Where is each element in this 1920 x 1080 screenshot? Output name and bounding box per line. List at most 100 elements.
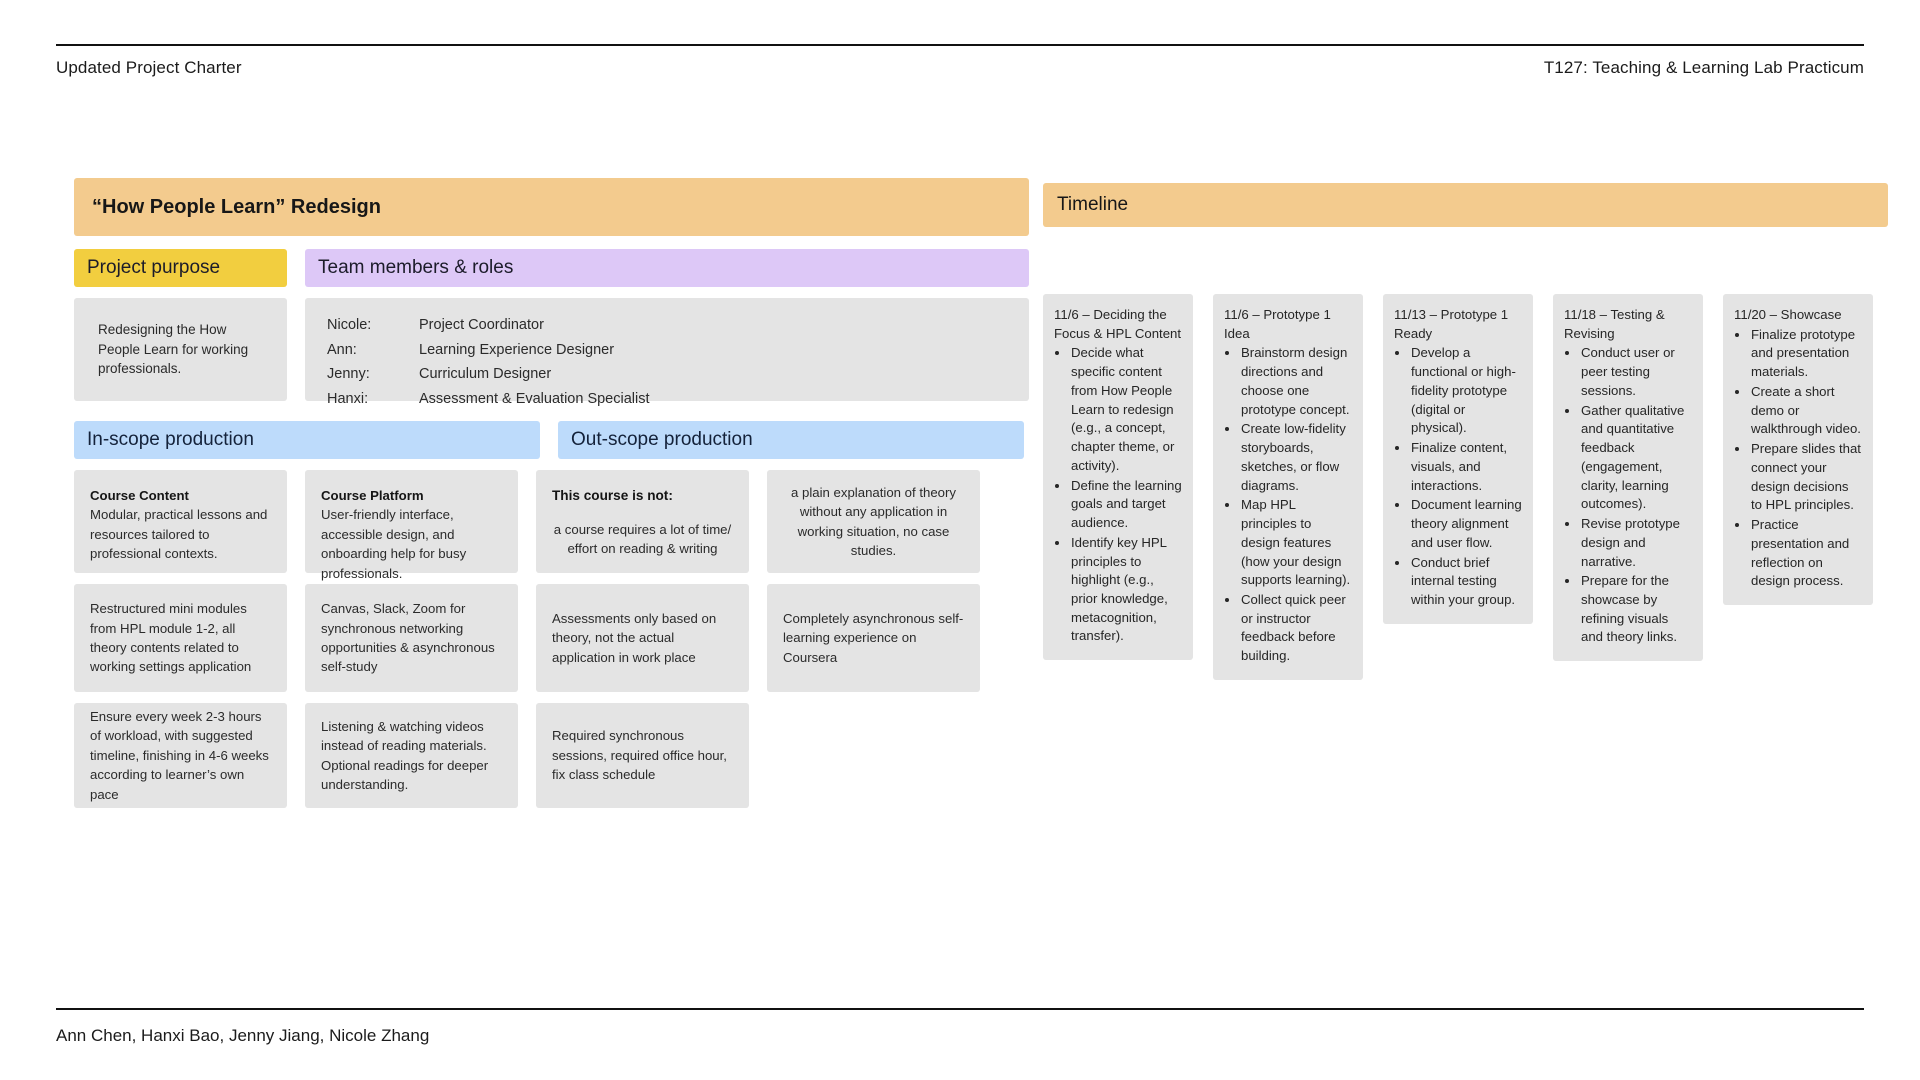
out-scope-card-assessments: Assessments only based on theory, not th… [536, 584, 749, 692]
list-item: Finalize content, visuals, and interacti… [1410, 439, 1522, 495]
in-scope-band: In-scope production [74, 421, 540, 459]
member-name: Ann: [327, 341, 357, 358]
in-scope-card-course-content: Course Content Modular, practical lesson… [74, 470, 287, 573]
list-item: Create a short demo or walkthrough video… [1750, 383, 1862, 439]
list-item: Revise prototype design and narrative. [1580, 515, 1692, 571]
header-course-title: T127: Teaching & Learning Lab Practicum [1543, 58, 1864, 77]
card-body: Assessments only based on theory, not th… [552, 610, 717, 665]
in-scope-card-videos: Listening & watching videos instead of r… [305, 703, 518, 808]
in-scope-card-tools: Canvas, Slack, Zoom for synchronous netw… [305, 584, 518, 692]
project-purpose-body: Redesigning the How People Learn for wor… [98, 322, 249, 377]
timeline-card-items: Finalize prototype and presentation mate… [1734, 326, 1862, 591]
timeline-card-items: Brainstorm design directions and choose … [1224, 344, 1352, 665]
card-body: Listening & watching videos instead of r… [321, 718, 489, 792]
card-body: Completely asynchronous self-learning ex… [783, 610, 964, 665]
list-item: Prepare for the showcase by refining vis… [1580, 572, 1692, 647]
table-row: Jenny: Curriculum Designer [327, 365, 650, 390]
team-roles-card: Nicole: Project Coordinator Ann: Learnin… [305, 298, 1029, 407]
list-item: Conduct brief internal testing within yo… [1410, 554, 1522, 610]
member-role: Curriculum Designer [419, 366, 552, 383]
timeline-card-title: 11/6 – Deciding the Focus & HPL Content [1054, 307, 1182, 341]
card-body: Canvas, Slack, Zoom for synchronous netw… [321, 601, 495, 675]
card-body: Restructured mini modules from HPL modul… [90, 601, 252, 675]
list-item: Brainstorm design directions and choose … [1240, 344, 1352, 419]
card-title: Course Content [90, 488, 189, 503]
scope-grid: Course Content Modular, practical lesson… [74, 470, 1029, 808]
timeline-card-title: 11/13 – Prototype 1 Ready [1394, 307, 1509, 341]
list-item: Gather qualitative and quantitative feed… [1580, 402, 1692, 514]
member-role: Project Coordinator [419, 317, 544, 333]
out-scope-card-plain-theory: a plain explanation of theory without an… [767, 470, 980, 573]
timeline-banner: Timeline [1043, 183, 1888, 227]
table-row: Nicole: Project Coordinator [327, 316, 650, 341]
member-role: Learning Experience Designer [419, 341, 615, 358]
timeline-card-2: 11/6 – Prototype 1 Idea Brainstorm desig… [1213, 294, 1363, 680]
project-title-banner: “How People Learn” Redesign [74, 178, 1029, 236]
timeline-card-items: Develop a functional or high-fidelity pr… [1394, 344, 1522, 609]
list-item: Map HPL principles to design features (h… [1240, 496, 1352, 590]
list-item: Collect quick peer or instructor feedbac… [1240, 591, 1352, 666]
card-body: Ensure every week 2-3 hours of workload,… [90, 708, 269, 802]
header-document-title: Updated Project Charter [56, 58, 242, 77]
list-item: Document learning theory alignment and u… [1410, 496, 1522, 552]
timeline-card-1: 11/6 – Deciding the Focus & HPL Content … [1043, 294, 1193, 661]
timeline-card-5: 11/20 – Showcase Finalize prototype and … [1723, 294, 1873, 606]
timeline-card-title: 11/20 – Showcase [1734, 307, 1842, 322]
timeline-card-title: 11/18 – Testing & Revising [1564, 307, 1665, 341]
list-item: Finalize prototype and presentation mate… [1750, 326, 1862, 382]
in-scope-card-mini-modules: Restructured mini modules from HPL modul… [74, 584, 287, 692]
member-name: Hanxi: [327, 390, 369, 407]
timeline-card-list: 11/6 – Deciding the Focus & HPL Content … [1043, 294, 1888, 680]
team-roles-table: Nicole: Project Coordinator Ann: Learnin… [327, 316, 650, 414]
left-column: “How People Learn” Redesign Project purp… [74, 178, 1029, 808]
in-scope-label: In-scope production [87, 429, 254, 450]
timeline-column: Timeline 11/6 – Deciding the Focus & HPL… [1043, 183, 1888, 680]
member-name: Nicole: [327, 317, 372, 333]
out-scope-label: Out-scope production [571, 429, 753, 450]
project-title: “How People Learn” Redesign [92, 195, 381, 218]
project-purpose-label: Project purpose [87, 257, 221, 278]
member-role: Assessment & Evaluation Specialist [419, 390, 650, 407]
card-title: Course Platform [321, 488, 424, 503]
out-scope-band: Out-scope production [558, 421, 1024, 459]
list-item: Create low-fidelity storyboards, sketche… [1240, 420, 1352, 495]
project-purpose-card: Redesigning the How People Learn for wor… [74, 298, 287, 401]
out-scope-card-nots: This course is not: a course requires a … [536, 470, 749, 573]
card-body: Modular, practical lessons and resources… [90, 507, 268, 562]
team-members-band: Team members & roles [305, 249, 1029, 287]
timeline-card-items: Decide what specific content from How Pe… [1054, 344, 1182, 646]
list-item: Decide what specific content from How Pe… [1070, 344, 1182, 475]
purpose-team-band-row: Project purpose Team members & roles [74, 249, 1029, 287]
list-item: Practice presentation and reflection on … [1750, 516, 1862, 591]
timeline-card-items: Conduct user or peer testing sessions. G… [1564, 344, 1692, 647]
purpose-team-content-row: Redesigning the How People Learn for wor… [74, 298, 1029, 407]
out-scope-nots-heading: This course is not: [552, 488, 673, 503]
page-header: Updated Project Charter T127: Teaching &… [56, 58, 1864, 78]
timeline-card-3: 11/13 – Prototype 1 Ready Develop a func… [1383, 294, 1533, 624]
out-scope-card-asynchronous: Completely asynchronous self-learning ex… [767, 584, 980, 692]
list-item: Develop a functional or high-fidelity pr… [1410, 344, 1522, 438]
in-scope-card-workload: Ensure every week 2-3 hours of workload,… [74, 703, 287, 808]
list-item: Define the learning goals and target aud… [1070, 477, 1182, 533]
out-scope-card-synchronous: Required synchronous sessions, required … [536, 703, 749, 808]
timeline-label: Timeline [1057, 194, 1129, 215]
in-scope-card-course-platform: Course Platform User-friendly interface,… [305, 470, 518, 581]
list-item: Conduct user or peer testing sessions. [1580, 344, 1692, 400]
project-purpose-band: Project purpose [74, 249, 287, 287]
card-body: a plain explanation of theory without an… [791, 484, 956, 558]
member-name: Jenny: [327, 366, 370, 383]
list-item: Identify key HPL principles to highlight… [1070, 534, 1182, 646]
timeline-card-title: 11/6 – Prototype 1 Idea [1224, 307, 1331, 341]
footer-authors: Ann Chen, Hanxi Bao, Jenny Jiang, Nicole… [56, 1026, 430, 1045]
table-row: Ann: Learning Experience Designer [327, 341, 650, 366]
scope-band-row: In-scope production Out-scope production [74, 421, 1029, 459]
timeline-card-4: 11/18 – Testing & Revising Conduct user … [1553, 294, 1703, 662]
table-row: Hanxi: Assessment & Evaluation Specialis… [327, 390, 650, 415]
scope-grid-spacer [767, 703, 980, 808]
list-item: Prepare slides that connect your design … [1750, 440, 1862, 515]
card-body: Required synchronous sessions, required … [552, 728, 727, 783]
header-divider [56, 44, 1864, 46]
footer-divider [56, 1008, 1864, 1010]
card-body: a course requires a lot of time/ effort … [553, 521, 732, 557]
